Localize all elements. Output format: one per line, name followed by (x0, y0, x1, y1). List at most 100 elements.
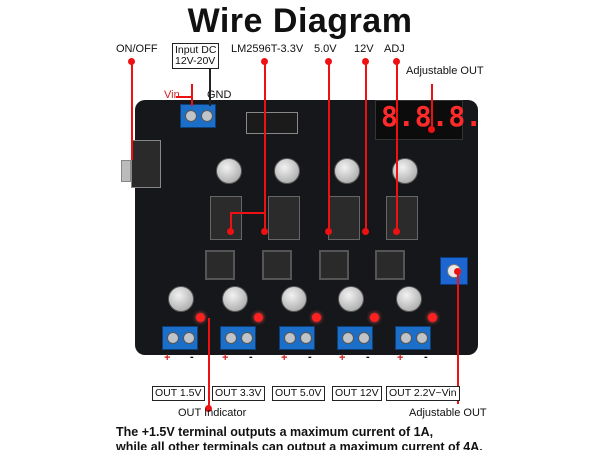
power-switch-lever (121, 160, 131, 182)
vin-label: Vin (164, 89, 180, 101)
plus-sign: + (339, 352, 346, 364)
output-terminal-5 (395, 326, 431, 350)
output-terminal-1 (162, 326, 198, 350)
screw (300, 332, 312, 344)
screw (167, 332, 179, 344)
capacitor-c3 (334, 158, 360, 184)
capacitor-c1 (216, 158, 242, 184)
leader-12v (365, 62, 367, 232)
input-dc-label: Input DC (175, 44, 217, 56)
leader-gnd (209, 68, 211, 106)
screw (416, 332, 428, 344)
regulator-2 (268, 196, 300, 240)
minus-sign: - (366, 351, 370, 363)
capacitor-c8 (338, 286, 364, 312)
led-out-4 (370, 313, 379, 322)
output-terminal-2 (220, 326, 256, 350)
gnd-label: GND (207, 89, 232, 101)
output-label-5: OUT 2.2V~Vin (386, 386, 460, 401)
leader-lm2596 (264, 62, 266, 232)
regulator-4 (386, 196, 418, 240)
marker-dot (227, 228, 234, 235)
marker-dot (325, 58, 332, 65)
leader-1v5-h (230, 212, 266, 214)
leader-out-indicator (208, 318, 210, 410)
marker-dot (393, 228, 400, 235)
output-label-1: OUT 1.5V (152, 386, 205, 401)
marker-dot (261, 228, 268, 235)
capacitor-c9 (396, 286, 422, 312)
output-label-4: OUT 12V (332, 386, 382, 401)
marker-dot (325, 228, 332, 235)
marker-dot (128, 58, 135, 65)
screw (241, 332, 253, 344)
inductor-l1 (205, 250, 235, 280)
inductor-l3 (319, 250, 349, 280)
marker-dot (261, 58, 268, 65)
on-off-label: ON/OFF (116, 43, 158, 55)
regulator-1 (210, 196, 242, 240)
input-screw-vin (185, 110, 197, 122)
screw (284, 332, 296, 344)
leader-on-off (131, 62, 133, 160)
note-line-1: The +1.5V terminal outputs a maximum cur… (116, 425, 434, 439)
output-terminal-4 (337, 326, 373, 350)
regulator-3 (328, 196, 360, 240)
screw (342, 332, 354, 344)
adj-label: ADJ (384, 43, 405, 55)
screw (183, 332, 195, 344)
plus-sign: + (222, 352, 229, 364)
leader-5v (328, 62, 330, 232)
inductor-l4 (375, 250, 405, 280)
marker-dot (362, 58, 369, 65)
ic-chip (246, 112, 298, 134)
led-out-3 (312, 313, 321, 322)
leader-vin-h (176, 96, 192, 98)
capacitor-c7 (281, 286, 307, 312)
plus-sign: + (397, 352, 404, 364)
v5-label: 5.0V (314, 43, 337, 55)
led-out-1 (196, 313, 205, 322)
out-indicator-label: OUT Indicator (178, 407, 247, 419)
plus-sign: + (164, 352, 171, 364)
minus-sign: - (249, 351, 253, 363)
leader-vin (191, 84, 193, 106)
marker-dot (428, 126, 435, 133)
inductor-l2 (262, 250, 292, 280)
marker-dot (454, 268, 461, 275)
power-switch (131, 140, 161, 188)
leader-display (431, 84, 433, 128)
input-dc-box: Input DC 12V-20V (172, 43, 220, 69)
led-out-5 (428, 313, 437, 322)
input-terminal-block (180, 104, 216, 128)
plus-sign: + (281, 352, 288, 364)
screw (358, 332, 370, 344)
marker-dot (362, 228, 369, 235)
v12-label: 12V (354, 43, 374, 55)
marker-dot (205, 405, 212, 412)
screw (400, 332, 412, 344)
input-screw-gnd (201, 110, 213, 122)
capacitor-c6 (222, 286, 248, 312)
minus-sign: - (424, 351, 428, 363)
adjustable-out-bottom-label: Adjustable OUT (409, 407, 487, 419)
note-line-2: while all other terminals can output a m… (116, 440, 483, 450)
minus-sign: - (308, 351, 312, 363)
led-out-2 (254, 313, 263, 322)
output-label-2: OUT 3.3V (212, 386, 265, 401)
page-title: Wire Diagram (187, 2, 413, 40)
screw (225, 332, 237, 344)
capacitor-c5 (168, 286, 194, 312)
output-label-3: OUT 5.0V (272, 386, 325, 401)
leader-1v5 (230, 212, 232, 232)
voltage-display (375, 100, 463, 140)
minus-sign: - (190, 351, 194, 363)
adjustable-out-top-label: Adjustable OUT (406, 65, 484, 77)
marker-dot (393, 58, 400, 65)
leader-adj (396, 62, 398, 232)
capacitor-c2 (274, 158, 300, 184)
lm2596-label: LM2596T-3.3V (231, 43, 304, 55)
pcb-board (135, 100, 478, 355)
input-range-label: 12V-20V (175, 55, 216, 67)
output-terminal-3 (279, 326, 315, 350)
